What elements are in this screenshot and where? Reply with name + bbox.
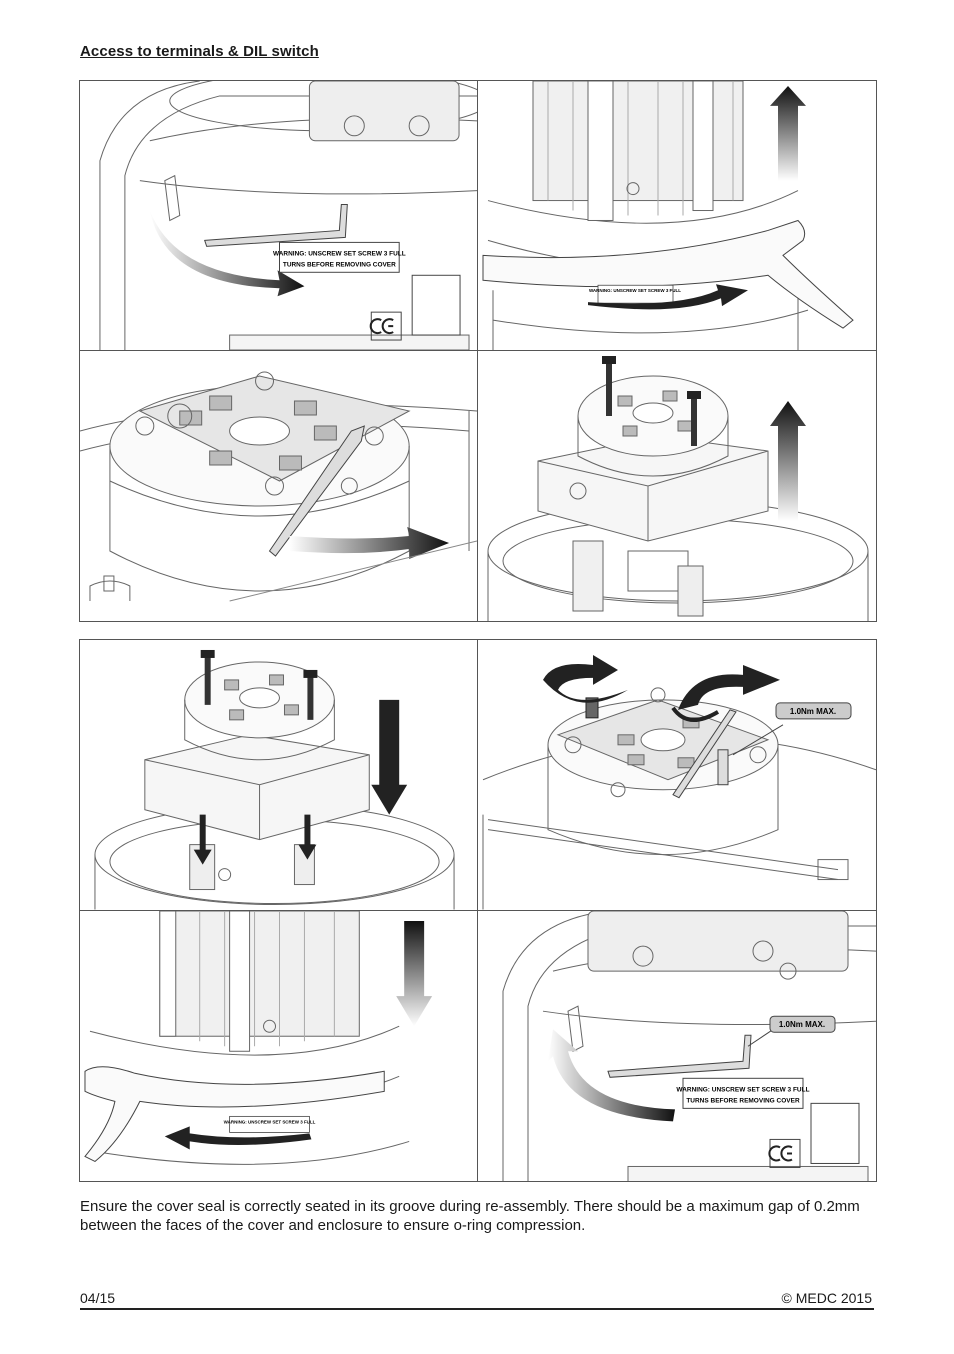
footer-divider bbox=[80, 1308, 874, 1310]
illustration-loosen-fixing-screws bbox=[80, 371, 477, 602]
warning-label-line1-2: WARNING: UNSCREW SET SCREW 3 FULL bbox=[676, 1086, 809, 1093]
warning-label-line2: TURNS BEFORE REMOVING COVER bbox=[283, 261, 396, 268]
illustration-lower-assembly bbox=[94, 649, 455, 910]
illustration-unscrew-cover: WARNING: UNSCREW SET SCREW 3 FULL bbox=[482, 81, 854, 350]
figure-panel-loosen-set-screw: WARNING: UNSCREW SET SCREW 3 FULL TURNS … bbox=[80, 81, 478, 351]
warning-label-line1: WARNING: UNSCREW SET SCREW 3 FULL bbox=[273, 250, 406, 257]
figure-panel-refit-cover: WARNING: UNSCREW SET SCREW 3 FULL bbox=[80, 910, 478, 1181]
illustration-lift-assembly bbox=[487, 356, 869, 621]
figure-panel-lower-assembly bbox=[80, 640, 478, 911]
figure-panel-lift-assembly bbox=[478, 351, 876, 621]
warning-label-small-2: WARNING: UNSCREW SET SCREW 3 FULL bbox=[224, 1119, 316, 1124]
warning-label-line2-2: TURNS BEFORE REMOVING COVER bbox=[686, 1097, 800, 1104]
illustration-tighten-set-screw: 1.0Nm MAX. WARNING: UNSCREW SET SCREW 3 … bbox=[502, 910, 876, 1181]
body-paragraph: Ensure the cover seal is correctly seate… bbox=[80, 1198, 860, 1234]
footer-page-number: 04/15 bbox=[80, 1290, 116, 1306]
figure-group-disassembly: WARNING: UNSCREW SET SCREW 3 FULL TURNS … bbox=[79, 80, 877, 622]
figure-group-reassembly: 1.0Nm MAX. WARNING: UNSCREW SET SCREW 3 … bbox=[79, 639, 877, 1182]
figure-panel-tighten-set-screw: 1.0Nm MAX. WARNING: UNSCREW SET SCREW 3 … bbox=[478, 910, 876, 1181]
ce-mark-icon-2 bbox=[768, 1144, 793, 1161]
illustration-tighten-screws: 1.0Nm MAX. bbox=[482, 654, 876, 910]
section-heading: Access to terminals & DIL switch bbox=[80, 43, 319, 60]
figure-panel-loosen-fixing-screws bbox=[80, 351, 478, 621]
figure-panel-unscrew-cover: WARNING: UNSCREW SET SCREW 3 FULL bbox=[478, 81, 876, 351]
torque-callout-2: 1.0Nm MAX. bbox=[779, 1020, 825, 1029]
ce-mark-icon bbox=[369, 318, 394, 335]
warning-label-small: WARNING: UNSCREW SET SCREW 3 FULL bbox=[589, 288, 681, 293]
footer-copyright: © MEDC 2015 bbox=[781, 1290, 872, 1306]
illustration-refit-cover: WARNING: UNSCREW SET SCREW 3 FULL bbox=[84, 910, 433, 1165]
illustration-loosen-set-screw: WARNING: UNSCREW SET SCREW 3 FULL TURNS … bbox=[99, 81, 477, 350]
figure-panel-tighten-screws: 1.0Nm MAX. bbox=[478, 640, 876, 911]
torque-callout: 1.0Nm MAX. bbox=[790, 707, 836, 716]
